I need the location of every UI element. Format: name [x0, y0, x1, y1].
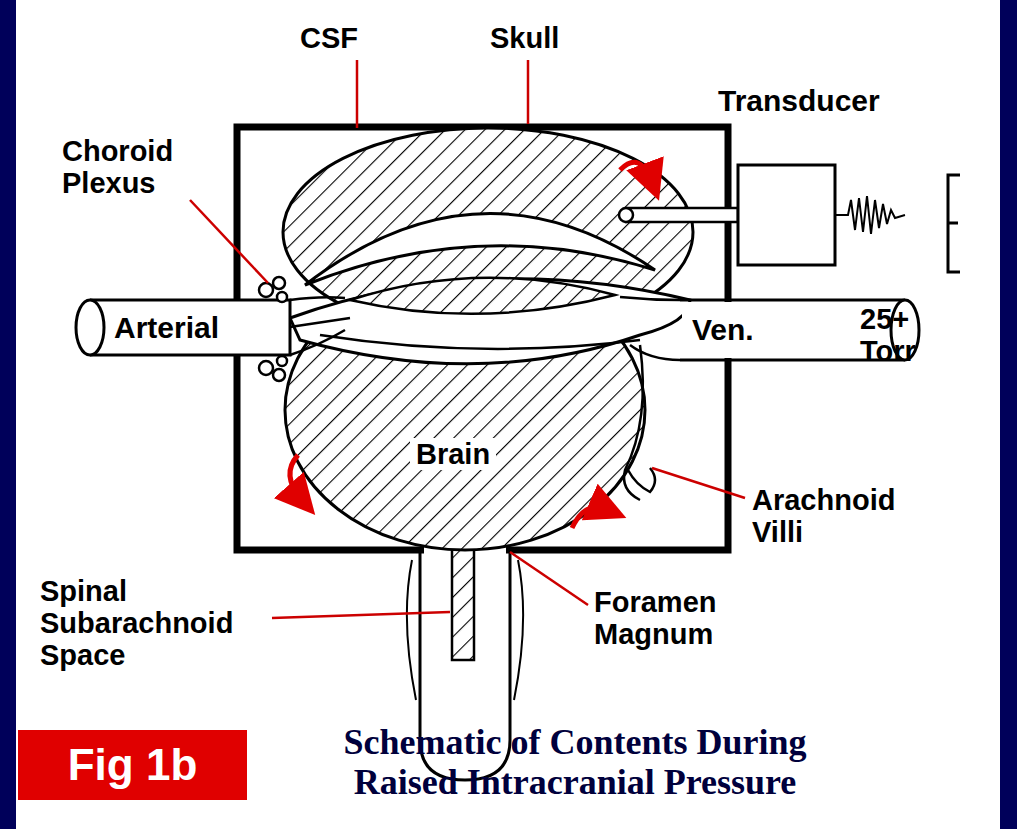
node-text: Transducer [718, 85, 880, 117]
part-label: Choroid Plexus [62, 135, 242, 199]
arterial-tube: Arterial [100, 302, 286, 354]
figure-caption: Schematic of Contents During Raised Intr… [290, 722, 860, 802]
venous-tube: Ven. [684, 303, 889, 357]
node-text: Ven. [692, 314, 754, 346]
part-label: Spinal Subarachnoid Space [40, 575, 265, 671]
part-label: CSF [300, 22, 358, 54]
part-label: Arachnoid Villi [752, 484, 952, 548]
node-text: Arterial [114, 312, 219, 344]
part-label: Brain [410, 438, 496, 470]
transducer-box: Transducer [738, 165, 835, 265]
figure-tag: Fig 1b [18, 730, 247, 800]
part-label: Foramen Magnum [594, 586, 789, 650]
pressure-value: 25+ Torr [860, 303, 940, 367]
part-label: Skull [490, 22, 559, 54]
node-text: Fig 1b [18, 730, 247, 800]
